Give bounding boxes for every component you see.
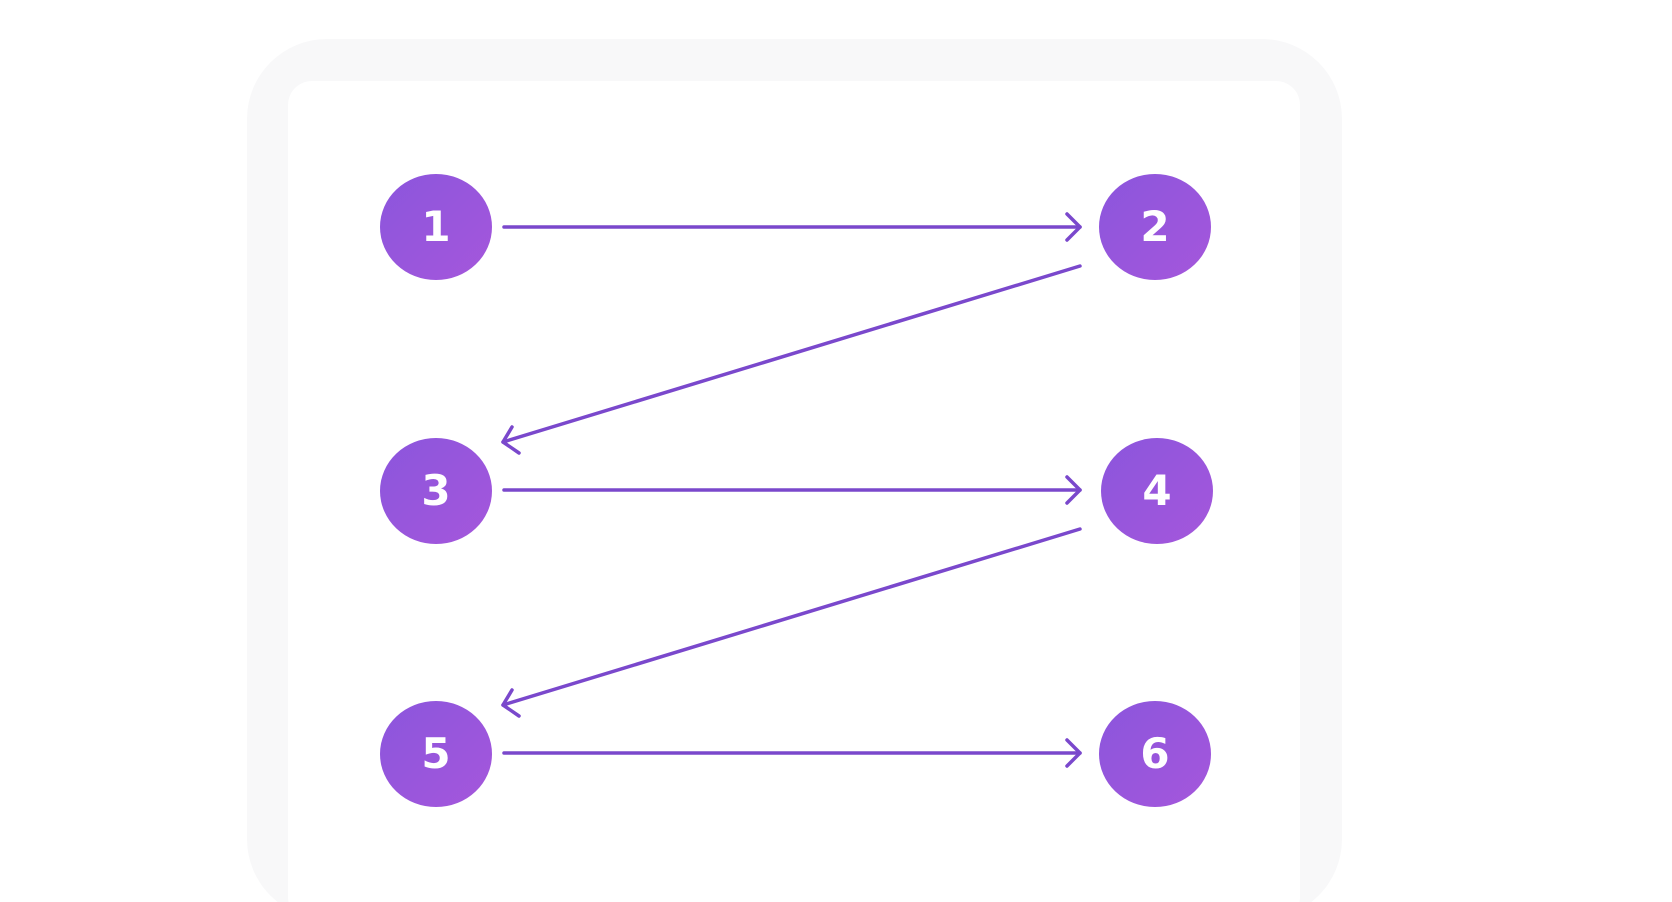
step-number-1: 1 [421,202,451,251]
step-number-2: 2 [1140,202,1170,251]
step-number-5: 5 [421,729,451,778]
step-node-4: 4 [1101,438,1213,544]
step-number-6: 6 [1140,729,1170,778]
step-number-3: 3 [421,466,451,515]
step-node-6: 6 [1099,701,1211,807]
step-node-3: 3 [380,438,492,544]
step-node-5: 5 [380,701,492,807]
step-node-2: 2 [1099,174,1211,280]
step-node-1: 1 [380,174,492,280]
step-number-4: 4 [1142,466,1172,515]
